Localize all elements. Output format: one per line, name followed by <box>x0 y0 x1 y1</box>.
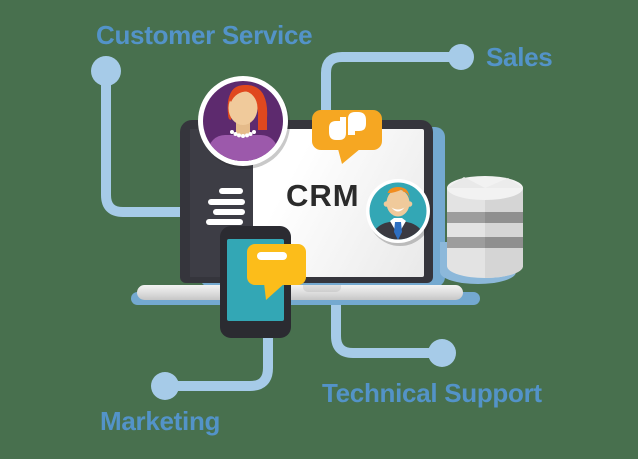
label-customer-service: Customer Service <box>96 20 313 50</box>
sidebar-menu-line <box>206 219 243 225</box>
chat-bubble-icon <box>247 244 306 300</box>
message-dash <box>257 252 287 260</box>
sidebar-menu-line <box>219 188 243 194</box>
connector-dot <box>151 372 179 400</box>
woman-avatar-icon <box>198 76 290 169</box>
phone-handset-icon <box>329 117 346 140</box>
phone-handset-icon <box>348 112 366 135</box>
connector-marketing <box>151 328 273 400</box>
connector-dot <box>428 339 456 367</box>
laptop-base <box>137 285 463 300</box>
connector-technical-support <box>331 292 456 367</box>
connector-dot <box>91 56 121 86</box>
label-technical-support: Technical Support <box>322 378 542 408</box>
phone-handset-bubble-icon <box>312 110 382 164</box>
connector-dot <box>448 44 474 70</box>
necklace <box>230 130 256 138</box>
connector-customer-service <box>91 56 198 217</box>
database-icon <box>440 176 523 284</box>
laptop-hinge-notch <box>303 285 341 292</box>
label-marketing: Marketing <box>100 406 221 436</box>
sidebar-menu-line <box>213 209 245 215</box>
connector-sales <box>321 44 474 128</box>
crm-title: CRM <box>286 178 360 213</box>
man-avatar-icon <box>366 179 432 246</box>
label-sales: Sales <box>486 42 553 72</box>
sidebar-menu-line <box>208 199 245 205</box>
